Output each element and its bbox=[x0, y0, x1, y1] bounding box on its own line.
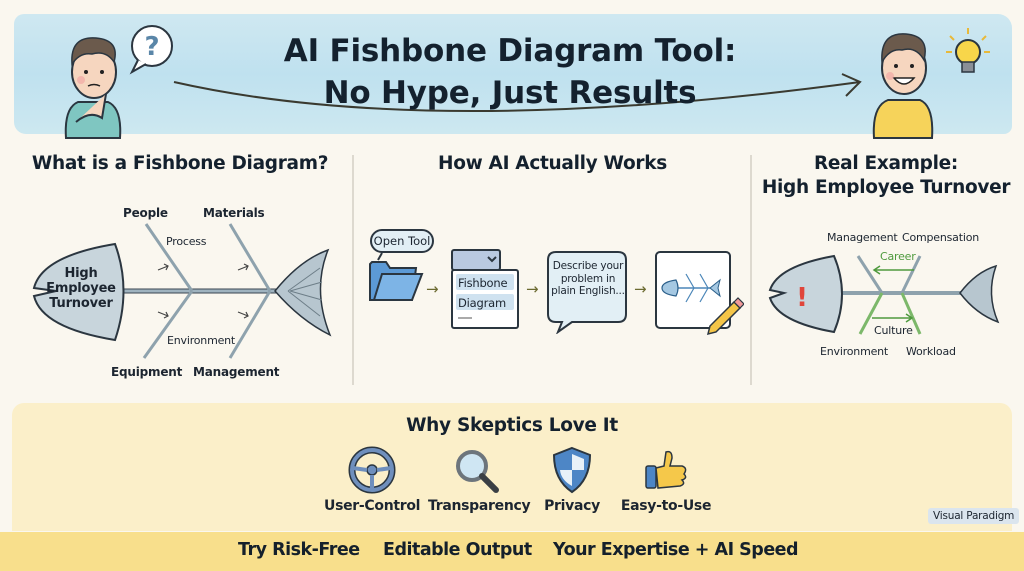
arrow-icon: → bbox=[526, 280, 539, 298]
fishbone-preview-with-pencil-icon bbox=[655, 251, 744, 336]
visual-paradigm-watermark: Visual Paradigm bbox=[928, 508, 1020, 524]
thumbs-up-icon bbox=[645, 450, 687, 489]
label-management: Management bbox=[827, 231, 898, 244]
fish-head-label: High Employee Turnover bbox=[46, 266, 116, 311]
section-what-title: What is a Fishbone Diagram? bbox=[31, 153, 329, 174]
dropdown-menu-icon bbox=[451, 249, 519, 329]
label-process: Process bbox=[166, 235, 207, 248]
section-divider bbox=[750, 155, 752, 385]
arrow-icon: → bbox=[426, 280, 439, 298]
benefit-easy-to-use: Easy-to-Use bbox=[618, 446, 714, 514]
shield-icon bbox=[552, 446, 592, 494]
benefits-title: Why Skeptics Love It bbox=[406, 415, 618, 436]
footer-item-try-risk-free: Try Risk-Free bbox=[238, 540, 360, 560]
menu-item-fishbone: Fishbone bbox=[458, 276, 508, 290]
arrow-icon: → bbox=[634, 280, 647, 298]
label-culture: Culture bbox=[874, 324, 913, 337]
fishbone-diagram-illustration bbox=[32, 223, 332, 359]
label-materials: Materials bbox=[203, 206, 265, 220]
label-environment: Environment bbox=[167, 334, 236, 347]
label-workload: Workload bbox=[906, 345, 956, 358]
magnifier-icon bbox=[456, 450, 499, 493]
speech-bubble-icon bbox=[547, 251, 627, 334]
question-mark-icon: ? bbox=[144, 32, 159, 62]
label-compensation: Compensation bbox=[902, 231, 979, 244]
benefit-user-control: User-Control bbox=[324, 446, 420, 514]
folder-icon bbox=[369, 252, 424, 301]
menu-item-diagram: Diagram bbox=[458, 296, 506, 310]
section-example-title: Real Example: High Employee Turnover bbox=[761, 153, 1011, 198]
skeptical-person-icon: ? bbox=[64, 25, 173, 139]
section-divider bbox=[352, 155, 354, 385]
lightbulb-icon bbox=[946, 28, 990, 73]
footer-bar bbox=[0, 532, 1024, 571]
section-how-title: How AI Actually Works bbox=[438, 153, 667, 174]
footer-item-editable-output: Editable Output bbox=[383, 540, 532, 560]
header-banner bbox=[14, 14, 1012, 134]
label-environment: Environment bbox=[820, 345, 889, 358]
title-line-2: No Hype, Just Results bbox=[323, 75, 697, 111]
progress-arrow-icon bbox=[173, 73, 862, 112]
alert-icon: ! bbox=[796, 283, 808, 313]
title-line-1: AI Fishbone Diagram Tool: bbox=[283, 33, 737, 69]
happy-person-icon bbox=[872, 28, 990, 139]
label-equipment: Equipment bbox=[111, 365, 183, 379]
benefits-panel bbox=[12, 403, 1012, 531]
label-management: Management bbox=[193, 365, 280, 379]
open-tool-bubble: Open Tool bbox=[370, 229, 434, 253]
benefit-transparency: Transparency bbox=[428, 446, 531, 514]
page-title: AI Fishbone Diagram Tool: No Hype, Just … bbox=[240, 30, 780, 114]
label-career: Career bbox=[880, 250, 916, 263]
employee-turnover-fishbone-illustration: ! bbox=[768, 254, 1000, 335]
describe-problem-text: Describe your problem in plain English..… bbox=[551, 260, 625, 297]
label-people: People bbox=[123, 206, 168, 220]
benefit-privacy: Privacy bbox=[524, 446, 620, 514]
footer-item-expertise-ai-speed: Your Expertise + AI Speed bbox=[553, 540, 799, 560]
steering-wheel-icon bbox=[348, 446, 396, 494]
